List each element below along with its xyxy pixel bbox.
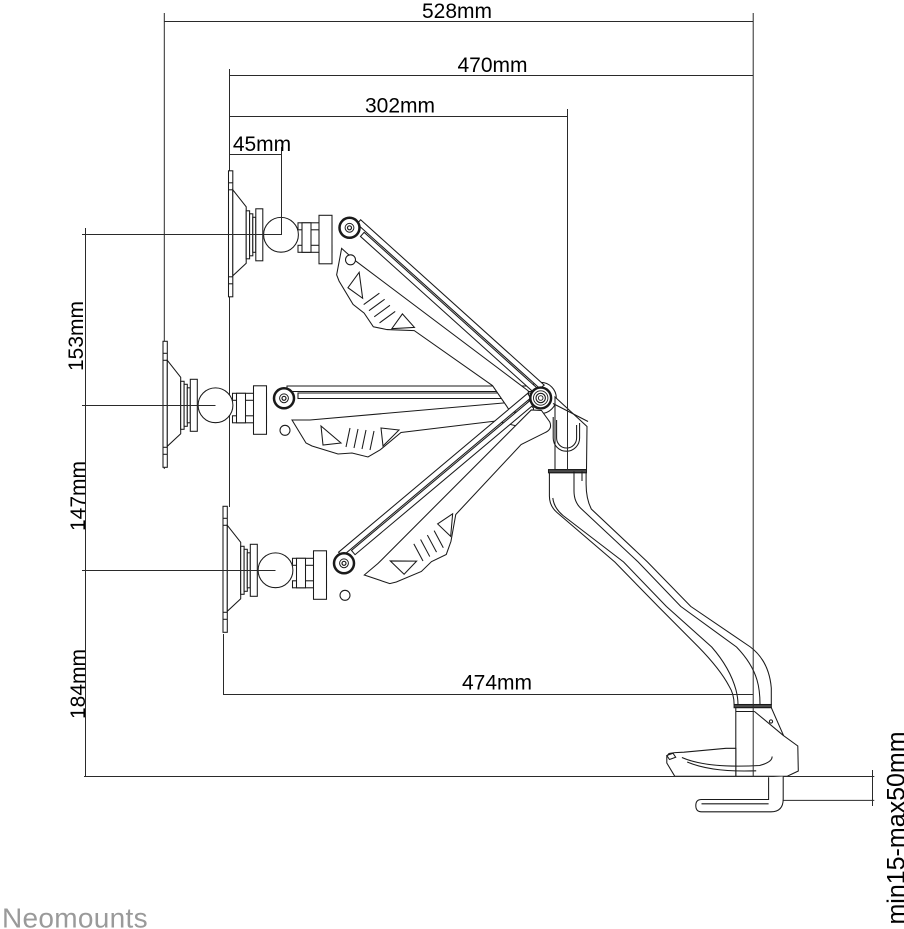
svg-text:min15-max50mm: min15-max50mm — [883, 731, 904, 924]
svg-text:470mm: 470mm — [457, 54, 527, 77]
svg-text:153mm: 153mm — [65, 301, 88, 371]
svg-text:184mm: 184mm — [67, 649, 90, 719]
svg-text:Neomounts: Neomounts — [2, 903, 148, 929]
svg-text:45mm: 45mm — [233, 133, 291, 156]
svg-text:147mm: 147mm — [67, 461, 90, 531]
svg-text:474mm: 474mm — [462, 672, 532, 695]
svg-text:302mm: 302mm — [365, 95, 435, 118]
svg-text:528mm: 528mm — [422, 0, 492, 23]
